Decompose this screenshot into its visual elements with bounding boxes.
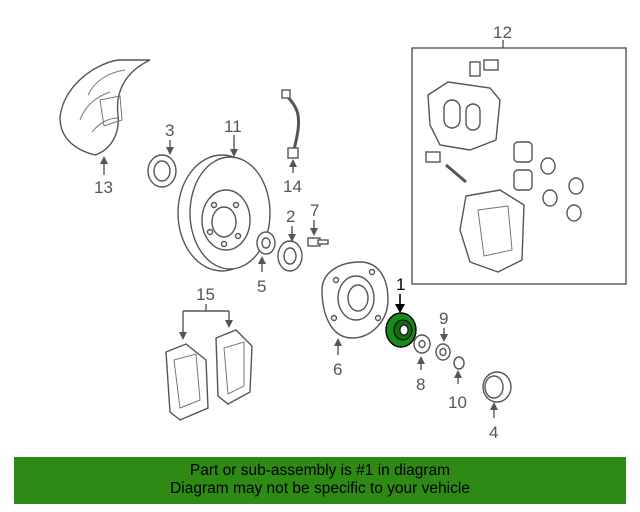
callout-5: 5 xyxy=(257,277,266,296)
callout-15: 15 xyxy=(196,285,215,304)
part-2-wheel-bearing[interactable] xyxy=(277,226,303,272)
part-9-nut[interactable] xyxy=(435,328,451,361)
part-12-caliper[interactable] xyxy=(425,59,584,273)
callout-1: 1 xyxy=(396,275,405,294)
callout-6: 6 xyxy=(333,360,342,379)
part-1-highlighted[interactable] xyxy=(385,294,417,348)
part-10-cotter-pin[interactable] xyxy=(453,356,465,384)
callout-11: 11 xyxy=(224,117,242,136)
part-6-wheel-hub[interactable] xyxy=(321,261,389,355)
callout-14: 14 xyxy=(283,177,302,196)
banner-line-1: Part or sub-assembly is #1 in diagram xyxy=(189,462,451,479)
banner-line-2: Diagram may not be specific to your vehi… xyxy=(170,480,470,497)
callout-13: 13 xyxy=(94,178,113,197)
parts-diagram: 1 2 3 4 5 6 7 8 9 10 11 12 13 14 15 xyxy=(59,23,627,442)
callout-10: 10 xyxy=(448,393,467,412)
part-11-brake-rotor[interactable] xyxy=(177,135,271,272)
callout-8: 8 xyxy=(416,375,425,394)
part-13-dust-shield[interactable] xyxy=(59,59,151,175)
part-14-brake-hose[interactable] xyxy=(281,89,300,173)
callout-3: 3 xyxy=(165,121,174,140)
part-8-washer[interactable] xyxy=(413,334,431,370)
part-4-grease-cap[interactable] xyxy=(482,371,512,418)
callout-7: 7 xyxy=(310,201,319,220)
part-5-bearing-race[interactable] xyxy=(256,231,276,272)
callout-4: 4 xyxy=(489,423,498,442)
info-banner: Part or sub-assembly is #1 in diagram Di… xyxy=(14,457,626,504)
part-7-wheel-stud[interactable] xyxy=(307,220,329,247)
part-3-oil-seal[interactable] xyxy=(147,140,177,188)
part-15-brake-pads[interactable] xyxy=(165,304,253,421)
callout-9: 9 xyxy=(439,309,448,328)
callout-12: 12 xyxy=(493,23,512,42)
caliper-assembly-box xyxy=(411,40,627,285)
callout-2: 2 xyxy=(286,207,295,226)
